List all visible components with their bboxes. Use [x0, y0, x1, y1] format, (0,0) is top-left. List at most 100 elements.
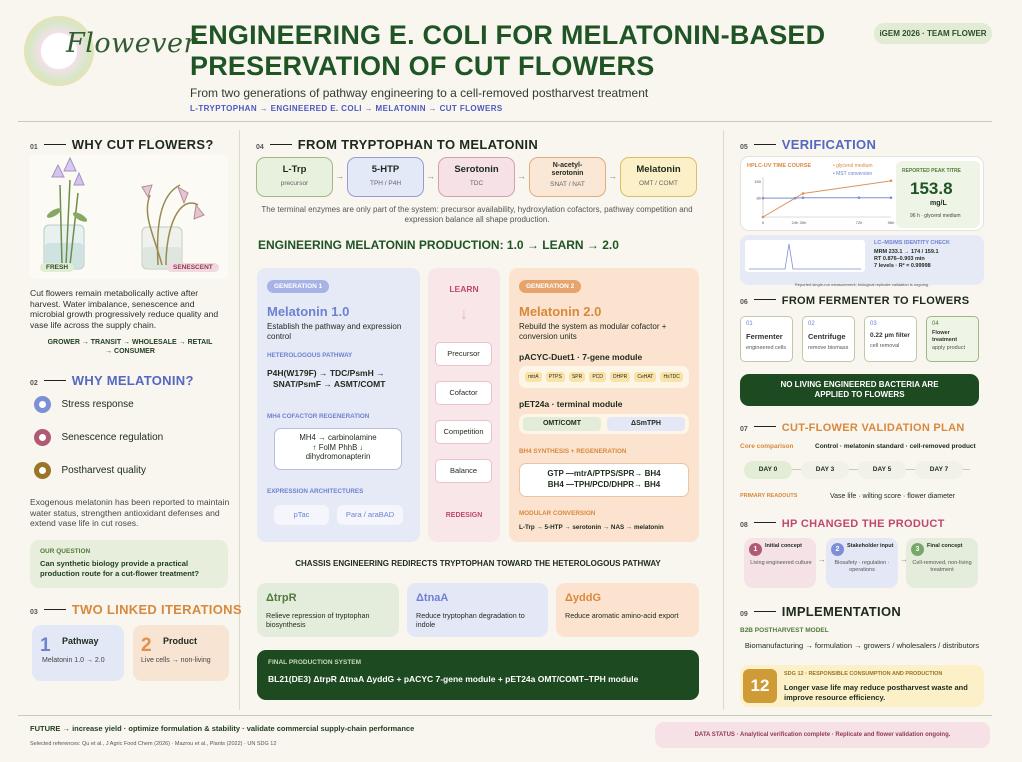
timeline-line — [745, 469, 970, 470]
bh4-box: GTP —mtrA/PTPS/SPR→ BH4 BH4 —TPH/PCD/DHP… — [519, 463, 689, 497]
section-title: FROM TRYPTOPHAN TO MELATONIN — [297, 137, 539, 152]
data-point — [801, 192, 805, 195]
engineering-title: ENGINEERING MELATONIN PRODUCTION: 1.0 → … — [258, 238, 619, 252]
section-number: 05 — [740, 144, 748, 151]
benefit-item: Stress response — [34, 396, 163, 429]
section-07-header: 07 CUT-FLOWER VALIDATION PLAN — [740, 418, 965, 436]
peak-titre-box: REPORTED PEAK TITRE 153.8 mg/L 96 h · gl… — [896, 161, 980, 228]
y-tick-label: 150 — [754, 179, 761, 184]
why-cut-flowers-text: Cut flowers remain metabolically active … — [30, 288, 219, 330]
expression-ptac: pTac — [274, 505, 329, 525]
data-point — [801, 196, 805, 200]
header-divider — [18, 121, 992, 122]
generation-2-card: GENERATION 2 Melatonin 2.0 Rebuild the s… — [509, 268, 699, 542]
learn-item: Cofactor — [435, 381, 492, 405]
section-number: 09 — [740, 611, 748, 618]
sdg-card: 12 SDG 12 · RESPONSIBLE CONSUMPTION AND … — [740, 665, 984, 707]
supply-chain: GROWER → TRANSIT → WHOLESALE → RETAIL → … — [30, 338, 230, 356]
footer-divider — [18, 715, 992, 716]
senescence-icon — [34, 429, 51, 447]
arrow-icon: → — [426, 171, 435, 181]
hp-card-final: 3 Final concept Cell-removed, non-living… — [906, 538, 978, 588]
section-title: WHY MELATONIN? — [71, 373, 194, 388]
benefit-item: Postharvest quality — [34, 462, 163, 495]
section-number: 06 — [740, 299, 748, 306]
readouts: Vase life · wilting score · flower diame… — [830, 493, 956, 500]
hplc-card: HPLC-UV TIME COURSE • glycerol medium • … — [740, 156, 984, 231]
chassis-trpr: ΔtrpR Relieve repression of tryptophan b… — [257, 583, 399, 637]
data-point — [793, 196, 797, 200]
section-title: FROM FERMENTER TO FLOWERS — [781, 295, 970, 307]
data-point — [761, 196, 765, 200]
expression-para: Para / araBAD — [337, 505, 403, 525]
title-line-2: PRESERVATION OF CUT FLOWERS — [190, 51, 655, 81]
step-5htp: 5-HTP TPH / P4H — [347, 157, 424, 197]
melatonin-text: Exogenous melatonin has been reported to… — [30, 497, 230, 528]
process-step-fermenter: 01 Fermenter engineered cells — [740, 316, 793, 362]
readouts-label: PRIMARY READOUTS — [740, 493, 798, 499]
no-living-bacteria-banner: NO LIVING ENGINEERED BACTERIA ARE APPLIE… — [740, 374, 979, 406]
x-tick-label: 30h — [800, 220, 807, 225]
y-tick-label: 80 — [757, 196, 762, 201]
pathway-steps: L-Trp precursor → 5-HTP TPH / P4H → Sero… — [256, 157, 698, 197]
our-question-card: OUR QUESTION Can synthetic biology provi… — [30, 540, 228, 588]
data-point — [857, 196, 861, 200]
ms-note: Reported single-run measurement; biologi… — [794, 282, 930, 287]
chassis-title: CHASSIS ENGINEERING REDIRECTS TRYPTOPHAN… — [295, 559, 661, 568]
flowever-logo: Flowever — [20, 14, 196, 86]
flower-wreath-icon — [24, 16, 94, 86]
section-title: VERIFICATION — [781, 137, 877, 152]
core-comparison: Control · melatonin standard · cell-remo… — [815, 443, 976, 450]
final-production-system: FINAL PRODUCTION SYSTEM BL21(DE3) ΔtrpR … — [257, 650, 699, 700]
data-point — [889, 179, 893, 183]
fresh-label: FRESH — [40, 263, 75, 272]
arrow-icon: → — [335, 171, 344, 181]
section-title: HP CHANGED THE PRODUCT — [781, 518, 945, 530]
column-divider — [723, 130, 724, 710]
ms-chromatogram — [745, 240, 865, 272]
section-number: 01 — [30, 144, 38, 151]
melatonin-benefits: Stress response Senescence regulation Po… — [34, 396, 163, 495]
iteration-card-1: 1 Pathway Melatonin 1.0 → 2.0 — [32, 625, 124, 681]
section-number: 08 — [740, 522, 748, 529]
section-number: 02 — [30, 380, 38, 387]
poster-subtitle: From two generations of pathway engineer… — [190, 86, 649, 100]
references: Selected references: Qu et al., J Agric … — [30, 741, 277, 747]
column-divider — [239, 130, 240, 710]
section-number: 04 — [256, 144, 264, 151]
quality-icon — [34, 462, 51, 480]
supply-chain-line-1: GROWER → TRANSIT → WHOLESALE → RETAIL — [47, 339, 213, 346]
section-title: WHY CUT FLOWERS? — [71, 137, 214, 152]
header-pathline: L-TRYPTOPHAN → ENGINEERED E. COLI → MELA… — [190, 104, 503, 113]
section-02-header: 02 WHY MELATONIN? — [30, 372, 194, 390]
seven-gene-module: mtrA PTPS SPR PCD DHPR CeHAT HsTDC — [519, 366, 689, 388]
day-0: DAY 0 — [744, 461, 792, 479]
title-line-1: ENGINEERING E. COLI FOR MELATONIN-BASED — [190, 20, 826, 50]
section-05-header: 05 VERIFICATION — [740, 136, 876, 154]
process-step-filter: 03 0.22 µm filter cell removal — [864, 316, 917, 362]
section-number: 07 — [740, 426, 748, 433]
arrow-icon: → — [900, 555, 908, 564]
flowers-illustration: FRESH SENESCENT — [30, 155, 228, 279]
hp-card-stakeholder: 2 Stakeholder input Biosafety · regulati… — [826, 538, 898, 588]
step-serotonin: Serotonin TDC — [438, 157, 515, 197]
arrow-icon: → — [608, 171, 617, 181]
benefit-item: Senescence regulation — [34, 429, 163, 462]
section-title: CUT-FLOWER VALIDATION PLAN — [781, 422, 965, 434]
future-directions: FUTURE → increase yield · optimize formu… — [30, 724, 415, 733]
section-01-header: 01 WHY CUT FLOWERS? — [30, 136, 214, 154]
x-tick-label: 96h — [888, 220, 895, 225]
process-step-treatment: 04 Flower treatment apply product — [926, 316, 979, 362]
lcms-card: LC–MS/MS IDENTITY CHECK MRM 233.1 → 174 … — [740, 235, 984, 285]
section-number: 03 — [30, 609, 38, 616]
data-point — [761, 215, 765, 219]
x-tick-label: 24h — [792, 220, 799, 225]
b2b-chain: Biomanufacturing → formulation → growers… — [744, 641, 980, 650]
step-ltrp: L-Trp precursor — [256, 157, 333, 197]
core-comparison-label: Core comparison — [740, 443, 794, 450]
poster-title: ENGINEERING E. COLI FOR MELATONIN-BASED … — [190, 20, 870, 82]
step-melatonin: Melatonin OMT / COMT — [620, 157, 697, 197]
